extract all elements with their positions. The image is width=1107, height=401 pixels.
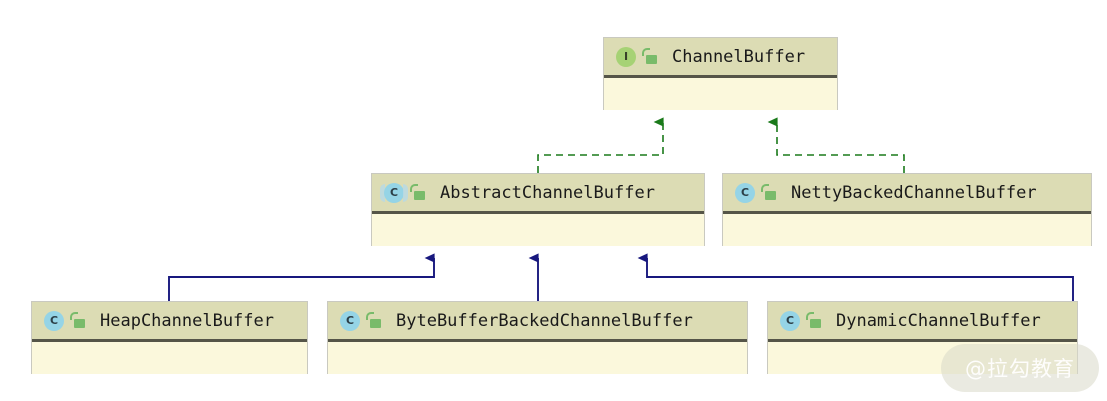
uml-node-heap-channel-buffer[interactable]: C HeapChannelBuffer	[31, 301, 308, 374]
class-c-icon: C	[779, 310, 801, 332]
edge-generalization-heapchannelbuffer-abstractchannelbuffer	[168, 253, 435, 301]
public-open-lock-icon	[366, 311, 382, 330]
public-open-lock-icon	[761, 183, 777, 202]
class-c-icon: C	[43, 310, 65, 332]
uml-node-header: C DynamicChannelBuffer	[768, 302, 1077, 342]
uml-node-header: C ByteBufferBackedChannelBuffer	[328, 302, 747, 342]
abstract-class-c-icon: C	[380, 182, 408, 204]
uml-node-title: ByteBufferBackedChannelBuffer	[396, 310, 693, 331]
uml-node-members-compartment	[723, 214, 1091, 246]
edge-generalization-dynamicchannelbuffer-abstractchannelbuffer	[637, 253, 1074, 301]
uml-node-dynamic-channel-buffer[interactable]: C DynamicChannelBuffer	[767, 301, 1078, 374]
uml-node-title: HeapChannelBuffer	[100, 310, 274, 331]
uml-node-members-compartment	[32, 342, 307, 374]
uml-node-members-compartment	[604, 78, 837, 110]
public-open-lock-icon	[410, 183, 426, 202]
uml-node-members-compartment	[768, 342, 1077, 374]
public-open-lock-icon	[806, 311, 822, 330]
interface-i-icon: I	[615, 46, 637, 68]
uml-node-members-compartment	[328, 342, 747, 374]
public-open-lock-icon	[642, 47, 658, 66]
uml-node-abstract-channel-buffer[interactable]: C AbstractChannelBuffer	[371, 173, 705, 246]
class-c-icon: C	[734, 182, 756, 204]
uml-node-title: NettyBackedChannelBuffer	[791, 182, 1037, 203]
uml-node-byte-buffer-backed-channel-buffer[interactable]: C ByteBufferBackedChannelBuffer	[327, 301, 748, 374]
edge-realization-nettybackedchannelbuffer-channelbuffer	[767, 117, 905, 173]
public-open-lock-icon	[70, 311, 86, 330]
edge-realization-abstractchannelbuffer-channelbuffer	[537, 117, 664, 173]
class-c-icon: C	[339, 310, 361, 332]
uml-node-header: I ChannelBuffer	[604, 38, 837, 78]
uml-node-title: AbstractChannelBuffer	[440, 182, 655, 203]
uml-node-members-compartment	[372, 214, 704, 246]
uml-node-header: C HeapChannelBuffer	[32, 302, 307, 342]
uml-node-header: C AbstractChannelBuffer	[372, 174, 704, 214]
uml-node-title: ChannelBuffer	[672, 46, 806, 67]
uml-node-title: DynamicChannelBuffer	[836, 310, 1041, 331]
uml-node-channel-buffer[interactable]: I ChannelBuffer	[603, 37, 838, 110]
uml-node-header: C NettyBackedChannelBuffer	[723, 174, 1091, 214]
uml-node-netty-backed-channel-buffer[interactable]: C NettyBackedChannelBuffer	[722, 173, 1092, 246]
